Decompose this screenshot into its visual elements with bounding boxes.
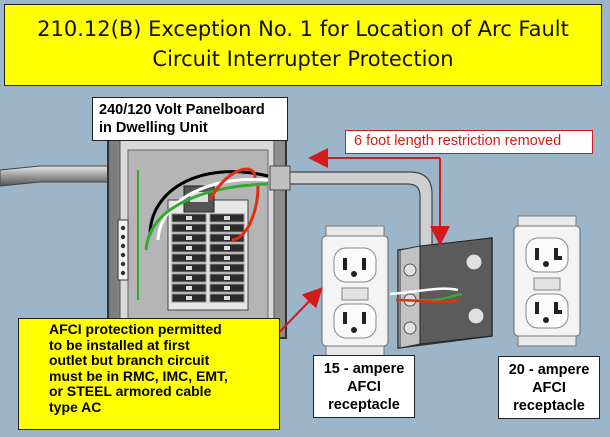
afci-note-line-4: must be in RMC, IMC, EMT, [49, 367, 228, 384]
breaker-rows [120, 213, 245, 303]
receptacle-20a-label-line-2: AFCI [532, 380, 566, 396]
neutral-bar-screw [120, 225, 126, 231]
neutral-bar-screw [120, 270, 126, 276]
breaker-handle [186, 286, 192, 290]
receptacle-15a-label-line-2: AFCI [347, 379, 381, 395]
title-line-2: Circuit Interrupter Protection [152, 47, 454, 71]
afci-note-line-1: AFCI protection permitted [49, 321, 222, 337]
neutral-bar-screw [120, 261, 126, 267]
panelboard-label-line-1: 240/120 Volt Panelboard [99, 102, 265, 118]
breaker-handle [186, 296, 192, 300]
receptacle-15a [321, 225, 389, 357]
breaker-handle [186, 256, 192, 260]
panelboard [107, 127, 287, 339]
panelboard-label-line-2: in Dwelling Unit [99, 120, 208, 136]
receptacle-20a-label: 20 - ampere AFCI receptacle [498, 356, 600, 419]
title-banner: 210.12(B) Exception No. 1 for Location o… [4, 4, 602, 86]
panel-wiring [137, 167, 269, 300]
title-line-1: 210.12(B) Exception No. 1 for Location o… [37, 17, 569, 41]
breaker-handle [186, 216, 192, 220]
breaker-handle [224, 266, 230, 270]
service-cable [0, 159, 123, 187]
afci-note-line-3: outlet but branch circuit [49, 352, 210, 369]
receptacle-20a-label-line-1: 20 - ampere [508, 362, 590, 378]
afci-note-line-5: or STEEL armored cable [49, 383, 212, 400]
breaker-handle [224, 226, 230, 230]
panelboard-label: 240/120 Volt Panelboard in Dwelling Unit [92, 97, 288, 141]
breaker-handle [224, 286, 230, 290]
breaker-handle [224, 296, 230, 300]
restriction-label: 6 foot length restriction removed [345, 130, 593, 154]
breaker-handle [224, 236, 230, 240]
afci-note-line-6: type AC [49, 398, 102, 415]
afci-note: AFCI protection permitted to be installe… [18, 318, 280, 430]
breaker-handle [186, 246, 192, 250]
neutral-bar-screw [120, 243, 126, 249]
outlet-box [389, 237, 493, 349]
breaker-handle [224, 256, 230, 260]
receptacle-15a-label-line-1: 15 - ampere [323, 361, 405, 377]
breaker-handle [186, 266, 192, 270]
breaker-handle [224, 276, 230, 280]
afci-note-line-2: to be installed at first [49, 336, 190, 353]
breaker-handle [186, 276, 192, 280]
neutral-bar-screw [120, 234, 126, 240]
neutral-bar-screw [120, 252, 126, 258]
receptacle-20a [513, 215, 581, 347]
receptacle-15a-label-line-3: receptacle [328, 397, 400, 413]
breaker-handle [186, 236, 192, 240]
breaker-handle [224, 216, 230, 220]
receptacle-20a-label-line-3: receptacle [513, 398, 585, 414]
breaker-handle [186, 226, 192, 230]
restriction-arrows [308, 148, 450, 246]
receptacle-15a-label: 15 - ampere AFCI receptacle [313, 355, 415, 418]
breaker-handle [224, 246, 230, 250]
